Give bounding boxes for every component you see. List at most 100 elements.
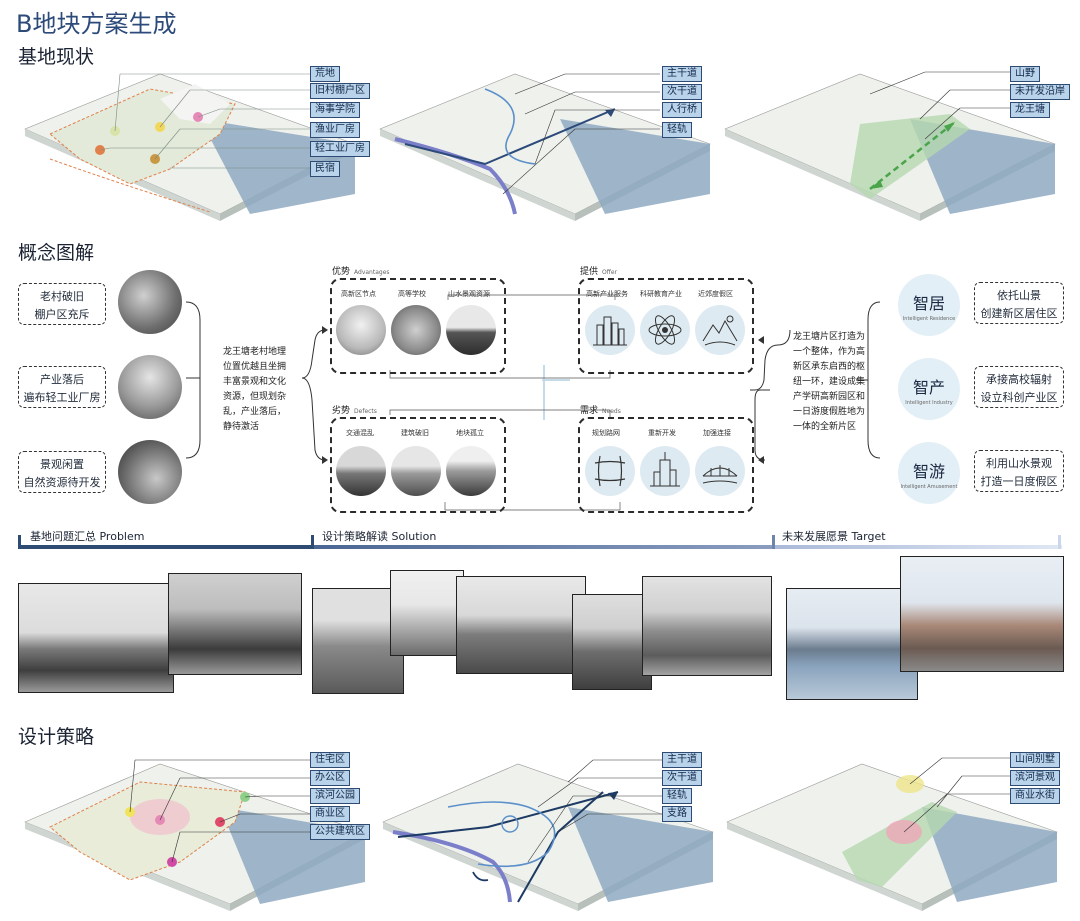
- photo-industry: [118, 355, 182, 419]
- photo-scenery: [446, 305, 496, 355]
- bar-solution-tick: [311, 535, 314, 549]
- needs-en: Needs: [602, 408, 621, 415]
- tag-undeveloped-coast: 未开发沿岸: [1010, 84, 1070, 100]
- adv-item-1: 高新区节点: [341, 290, 376, 298]
- photo-factory-chimney: [390, 570, 464, 656]
- offer-item-2: 科研教育产业: [640, 290, 682, 298]
- tag-wasteland: 荒地: [310, 66, 340, 82]
- photo-waterfront-clock: [900, 556, 1064, 672]
- photo-village-house: [312, 588, 404, 694]
- advantages-title: 优势: [332, 267, 351, 277]
- offer-title: 提供: [580, 267, 599, 277]
- bar-end-tick: [1058, 535, 1061, 549]
- goal-1-line2: 创建新区居住区: [980, 307, 1058, 320]
- adv-item-3: 山水景观资源: [448, 290, 490, 298]
- needs-item-1: 规划路网: [592, 429, 620, 437]
- offer-item-3: 近郊度假区: [698, 290, 733, 298]
- smart-amusement-title: 智游: [912, 462, 945, 481]
- photo-street: [572, 594, 652, 690]
- concept-summary-text: 龙王塘老村地理位置优越且坐拥丰富景观和文化资源，但现划杂乱，产业落后，静待激活: [223, 347, 287, 432]
- section-title-status: 基地现状: [18, 46, 95, 68]
- mountain-icon: [695, 305, 745, 355]
- photo-canal: [456, 576, 586, 674]
- city-icon: [585, 305, 635, 355]
- smart-amusement-circle: 智游 Intelligent Amusement: [898, 442, 960, 504]
- photo-city-bridge: [786, 588, 918, 700]
- strategy-map-zoning: [20, 752, 370, 912]
- problem-box-3: 景观闲置 自然资源待开发: [18, 451, 106, 493]
- tag-office: 办公区: [310, 770, 350, 786]
- tag-mountain-villa: 山间别墅: [1010, 752, 1060, 768]
- tag-old-village: 旧村棚户区: [310, 83, 370, 99]
- photo-ruins: [642, 576, 772, 676]
- tag-secondary-road: 次干道: [662, 84, 702, 100]
- goal-box-3: 利用山水景观 打造一日度假区: [974, 450, 1064, 492]
- bar-target-tick: [772, 535, 775, 549]
- status-map-landscape-graphic: [724, 71, 1056, 221]
- problem-2-line2: 遍布轻工业厂房: [23, 391, 101, 404]
- bar-problem-tick: [18, 535, 21, 549]
- status-map-traffic-graphic: [379, 73, 711, 221]
- tag-homestay: 民宿: [310, 161, 340, 177]
- adv-item-2: 高等学校: [398, 290, 426, 298]
- goal-3-line1: 利用山水景观: [986, 457, 1052, 470]
- defects-en: Defects: [354, 408, 377, 415]
- smart-industry-title: 智产: [912, 378, 945, 397]
- page-title: B地块方案生成: [16, 10, 177, 38]
- bar-label-solution: 设计策略解读 Solution: [322, 530, 437, 543]
- status-map-land-use-graphic: [24, 73, 356, 221]
- problem-2-line1: 产业落后: [40, 373, 84, 386]
- tag-commercial-water-street: 商业水街: [1010, 788, 1060, 804]
- photo-harbor-smoke: [168, 573, 302, 675]
- status-map-land-use: [20, 64, 360, 224]
- problem-3-line2: 自然资源待开发: [23, 476, 101, 489]
- strategy-map-landscape-graphic: [726, 757, 1058, 911]
- bar-solution: [312, 545, 774, 549]
- needs-item-3: 加强连接: [703, 429, 731, 437]
- tag-main-road-plan: 主干道: [662, 752, 702, 768]
- road-grid-icon: [585, 446, 635, 496]
- photo-traffic: [336, 446, 386, 496]
- photo-old-building: [391, 446, 441, 496]
- photo-college: [391, 305, 441, 355]
- tag-maritime-college: 海事学院: [310, 102, 360, 118]
- def-item-1: 交通混乱: [346, 429, 374, 437]
- tag-light-rail-plan: 轻轨: [662, 788, 692, 804]
- tag-commercial: 商业区: [310, 806, 350, 822]
- tag-longwangtang: 龙王塘: [1010, 102, 1050, 118]
- advantages-en: Advantages: [354, 269, 390, 276]
- tag-light-industry: 轻工业厂房: [310, 141, 370, 157]
- bar-label-problem: 基地问题汇总 Problem: [30, 530, 145, 543]
- tag-footbridge: 人行桥: [662, 102, 702, 118]
- tag-light-rail: 轻轨: [662, 122, 692, 138]
- tag-fishery-plant: 渔业厂房: [310, 122, 360, 138]
- goal-2-line2: 设立科创产业区: [980, 391, 1058, 404]
- tag-public-building: 公共建筑区: [310, 824, 370, 840]
- section-title-strategy: 设计策略: [18, 726, 95, 748]
- atom-icon: [640, 305, 690, 355]
- box-needs: [578, 417, 754, 513]
- offer-item-1: 高新产业服务: [586, 290, 628, 298]
- strategy-map-roads: [378, 752, 718, 912]
- goal-2-line1: 承接高校辐射: [986, 373, 1052, 386]
- def-item-2: 建筑破旧: [401, 429, 429, 437]
- smart-residence-en: Intelligent Residence: [902, 316, 956, 322]
- tag-mountain: 山野: [1010, 66, 1040, 82]
- goal-3-line2: 打造一日度假区: [980, 475, 1058, 488]
- photo-isolated: [446, 446, 496, 496]
- tag-riverside-park: 滨河公园: [310, 788, 360, 804]
- strategy-map-landscape: [722, 752, 1062, 912]
- status-map-landscape: [720, 64, 1060, 224]
- needs-item-2: 重新开发: [648, 429, 676, 437]
- strategy-map-roads-graphic: [382, 759, 714, 911]
- photo-old-village: [118, 270, 182, 334]
- vision-summary-text: 龙王塘片区打造为一个整体，作为高新区承东启西的枢纽一环，建设成集产学研高新园区和…: [793, 332, 866, 432]
- problem-3-line1: 景观闲置: [40, 458, 84, 471]
- bar-target: [774, 545, 1062, 549]
- box-offer: [578, 278, 754, 374]
- photo-landscape: [118, 440, 182, 504]
